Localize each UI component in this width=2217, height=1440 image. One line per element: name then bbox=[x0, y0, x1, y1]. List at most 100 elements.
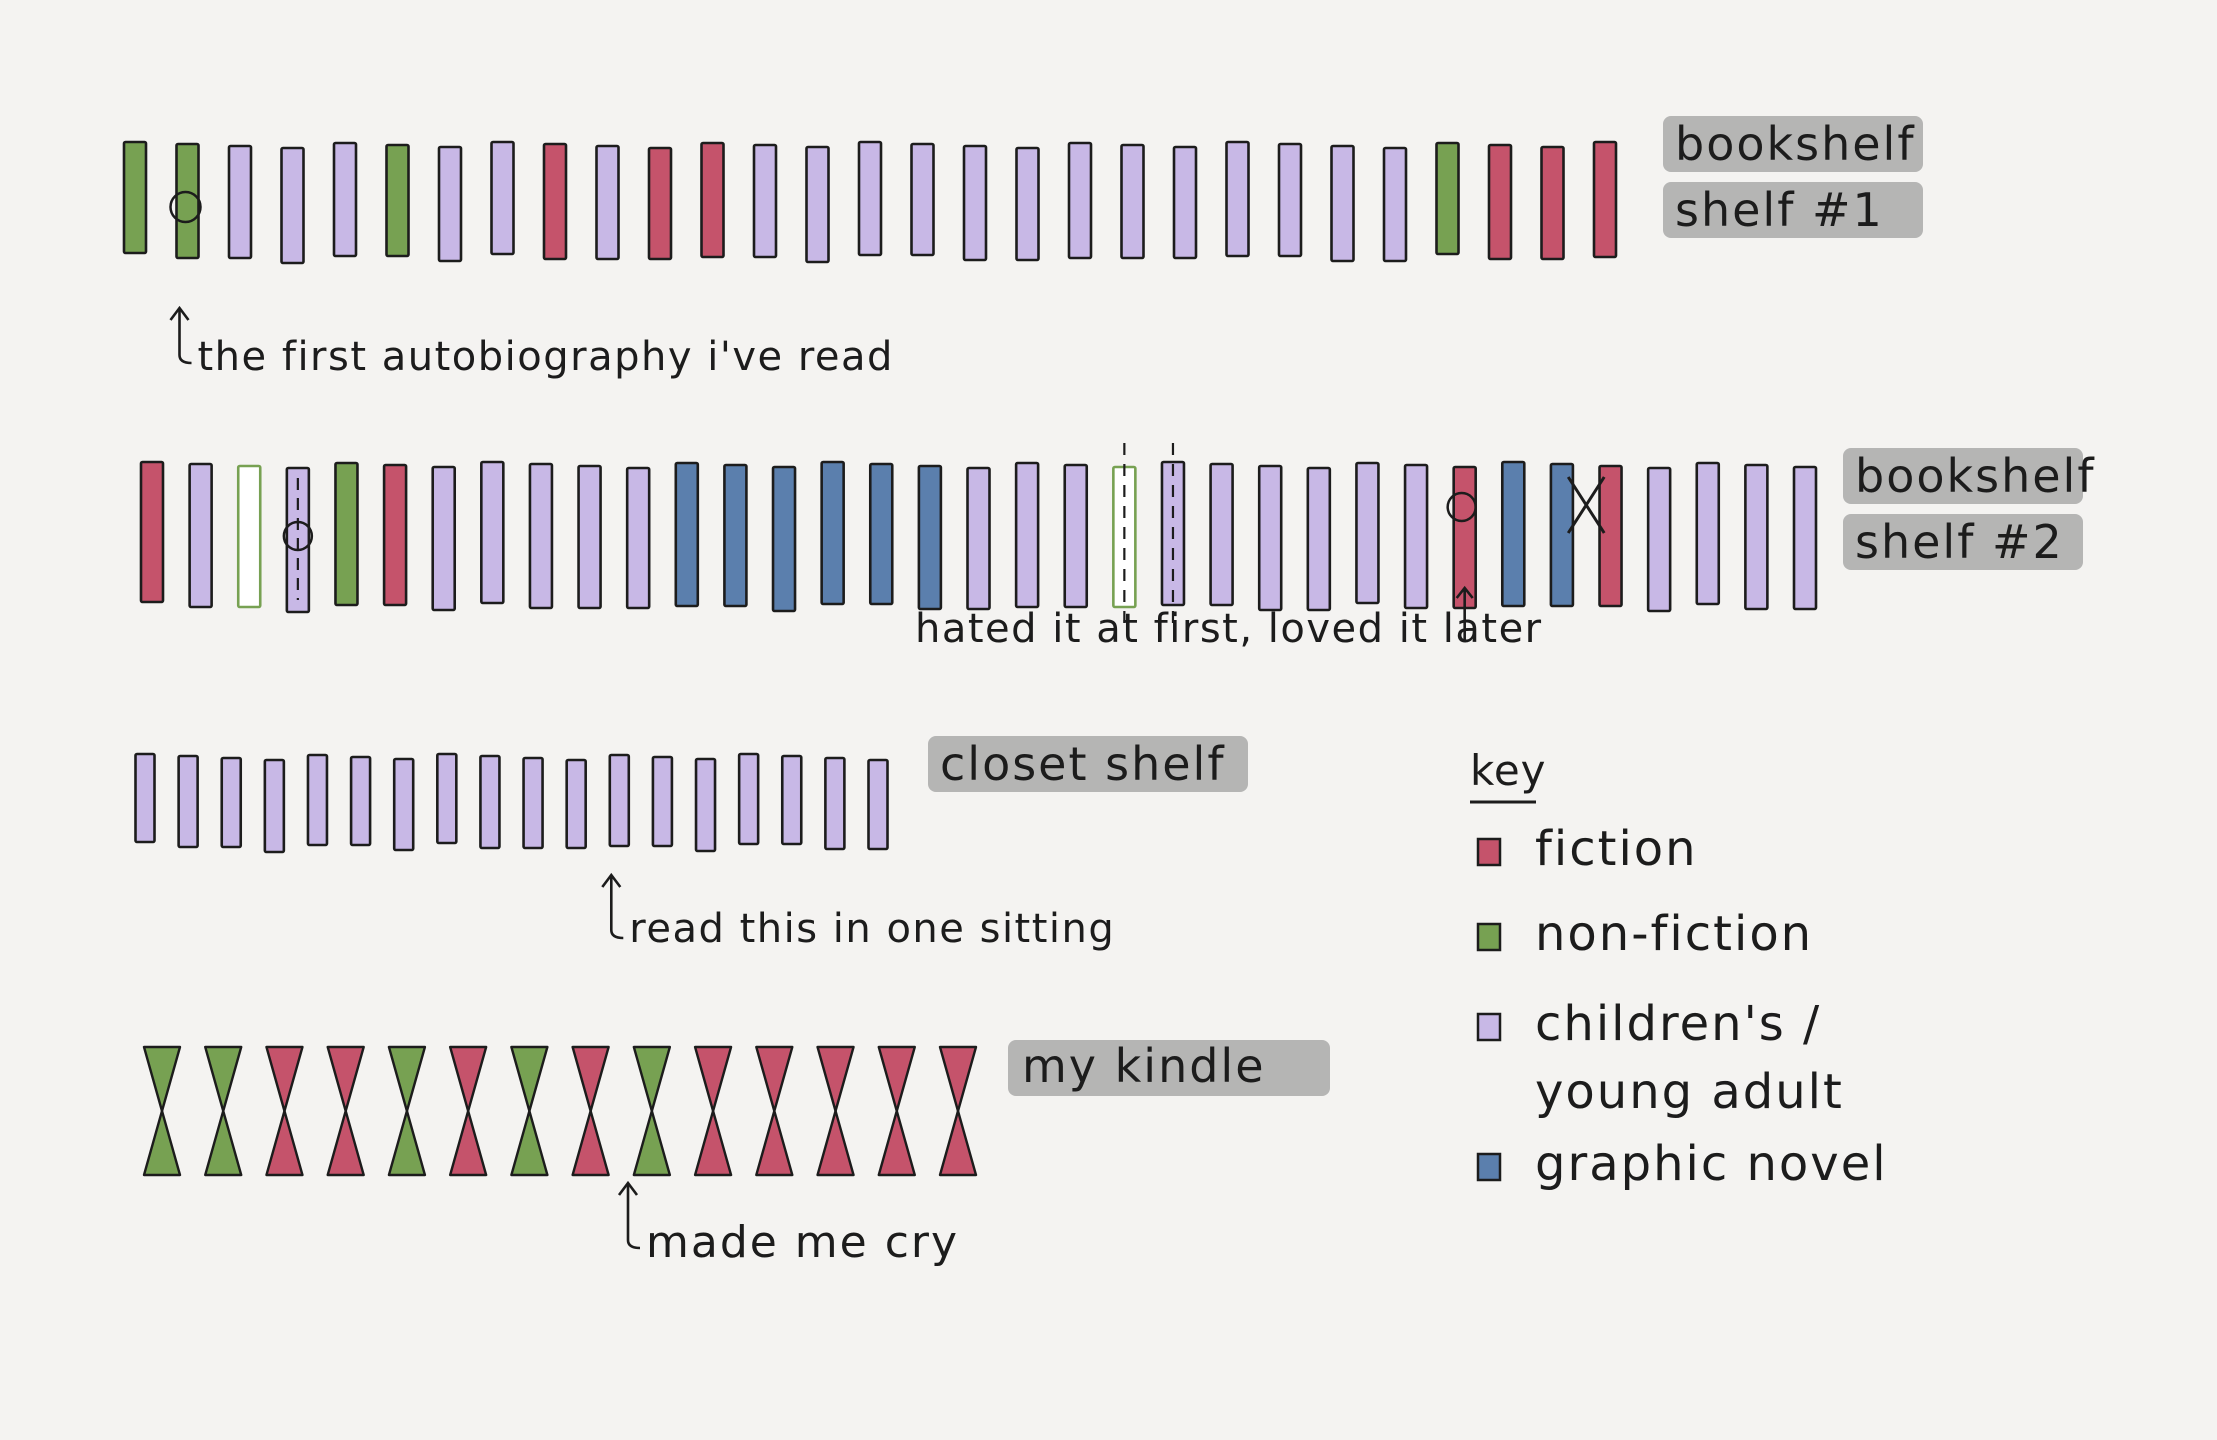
shelf2-book bbox=[1646, 466, 1672, 613]
shelf1-book bbox=[910, 142, 935, 257]
kindle-book-top bbox=[816, 1045, 855, 1113]
kindle-book-top bbox=[204, 1045, 243, 1113]
up-arrow-icon bbox=[178, 308, 192, 365]
shelf1-book bbox=[595, 144, 620, 261]
circle-marker-icon bbox=[1446, 491, 1477, 523]
shelf1-book bbox=[752, 143, 778, 259]
closet-book bbox=[737, 752, 760, 846]
shelf2-book bbox=[625, 466, 651, 610]
closet-book bbox=[349, 755, 372, 847]
shelf2-label-highlight bbox=[1843, 514, 2083, 570]
key-label: children's / bbox=[1535, 996, 1821, 1052]
kindle-book-bottom bbox=[142, 1109, 182, 1177]
shelf1-label: shelf #1 bbox=[1675, 183, 1884, 237]
shelf2-book bbox=[868, 462, 894, 606]
shelf2-book bbox=[1014, 461, 1040, 609]
shelf1-book bbox=[1277, 142, 1303, 258]
shelf1-book bbox=[437, 145, 463, 263]
kindle-book-bottom bbox=[632, 1109, 672, 1177]
shelf2-book bbox=[820, 460, 845, 606]
closet-book bbox=[263, 758, 286, 854]
kindle-book-bottom bbox=[265, 1109, 304, 1177]
closet-book bbox=[824, 756, 846, 851]
kindle-label: my kindle bbox=[1022, 1039, 1266, 1093]
shelf1-book bbox=[122, 140, 148, 255]
closet-book bbox=[392, 757, 415, 852]
cross-marker-icon bbox=[1566, 476, 1606, 534]
up-arrow-icon bbox=[601, 872, 622, 888]
shelf2-book bbox=[1209, 462, 1234, 607]
shelf1-book bbox=[227, 144, 253, 260]
closet-book bbox=[522, 756, 544, 850]
shelf2-label: bookshelf bbox=[1855, 449, 2096, 503]
up-arrow-icon bbox=[1455, 585, 1474, 640]
kindle-book-top bbox=[265, 1045, 304, 1113]
shelf1-book bbox=[1487, 143, 1513, 261]
shelf2-book bbox=[1063, 463, 1089, 609]
kindle-book-top bbox=[510, 1045, 549, 1113]
shelf1-book bbox=[1015, 146, 1040, 262]
shelf2-book bbox=[382, 463, 408, 607]
shelf1-label-highlight bbox=[1663, 116, 1923, 172]
kindle-book-top bbox=[326, 1045, 365, 1113]
shelf1-book bbox=[1067, 141, 1093, 260]
shelf2-book bbox=[1792, 465, 1818, 611]
kindle-book-bottom bbox=[571, 1109, 610, 1177]
kindle-book-bottom bbox=[816, 1109, 855, 1177]
kindle-book-top bbox=[877, 1045, 916, 1113]
shelf1-book bbox=[1172, 145, 1198, 260]
shelf1-label: bookshelf bbox=[1675, 117, 1916, 171]
up-arrow-icon bbox=[169, 305, 190, 321]
shelf2-book bbox=[1549, 462, 1575, 608]
up-arrow-icon bbox=[617, 1180, 639, 1196]
shelf2-book bbox=[723, 463, 748, 608]
closet-book bbox=[436, 752, 458, 845]
shelf1-book bbox=[1540, 145, 1565, 261]
shelf2-annotation: hated it at first, loved it later bbox=[915, 606, 1543, 652]
kindle-book-top bbox=[142, 1045, 182, 1113]
shelf2-book bbox=[1403, 463, 1429, 610]
key-swatch-N bbox=[1476, 922, 1502, 952]
closet-book bbox=[134, 752, 156, 844]
shelf2-book bbox=[1306, 466, 1332, 612]
kindle-book-top bbox=[938, 1045, 978, 1113]
closet-book bbox=[780, 754, 803, 846]
shelf1-book bbox=[962, 144, 988, 262]
kindle-book-top bbox=[693, 1045, 733, 1113]
kindle-book-top bbox=[755, 1045, 794, 1113]
shelf1-book bbox=[1592, 140, 1618, 259]
shelf1-book bbox=[647, 146, 673, 261]
kindle-book-top bbox=[387, 1045, 427, 1113]
shelf2-label: shelf #2 bbox=[1855, 515, 2064, 569]
closet-book bbox=[306, 753, 329, 847]
shelf2-book bbox=[1695, 461, 1721, 606]
shelf2-book bbox=[966, 466, 991, 611]
shelf2-book bbox=[139, 460, 165, 604]
closet-book bbox=[608, 753, 631, 848]
shelf2-label-highlight bbox=[1843, 448, 2083, 504]
closet-book bbox=[867, 758, 889, 851]
closet-book bbox=[479, 754, 501, 850]
shelf1-book bbox=[1225, 140, 1250, 258]
kindle-label-highlight bbox=[1008, 1040, 1330, 1096]
key-title: key bbox=[1470, 746, 1547, 795]
shelf1-book bbox=[280, 146, 305, 265]
up-arrow-icon bbox=[626, 1183, 641, 1250]
circle-marker-icon bbox=[169, 190, 202, 224]
shelf2-book bbox=[1257, 464, 1283, 612]
closet-book bbox=[651, 755, 674, 848]
kindle-book-bottom bbox=[326, 1109, 365, 1177]
kindle-book-top bbox=[571, 1045, 610, 1113]
kindle-book-top bbox=[448, 1045, 488, 1113]
kindle-book-bottom bbox=[693, 1109, 733, 1177]
kindle-book-bottom bbox=[877, 1109, 916, 1177]
key-swatch-C bbox=[1476, 1012, 1502, 1042]
shelf1-book bbox=[1435, 141, 1460, 256]
shelf2-book bbox=[236, 464, 262, 609]
kindle-book-bottom bbox=[510, 1109, 549, 1177]
closet-book bbox=[177, 754, 199, 849]
shelf1-label-highlight bbox=[1663, 182, 1923, 238]
key-label: fiction bbox=[1535, 821, 1698, 877]
closet-book bbox=[220, 756, 243, 849]
key-label: young adult bbox=[1535, 1064, 1844, 1120]
